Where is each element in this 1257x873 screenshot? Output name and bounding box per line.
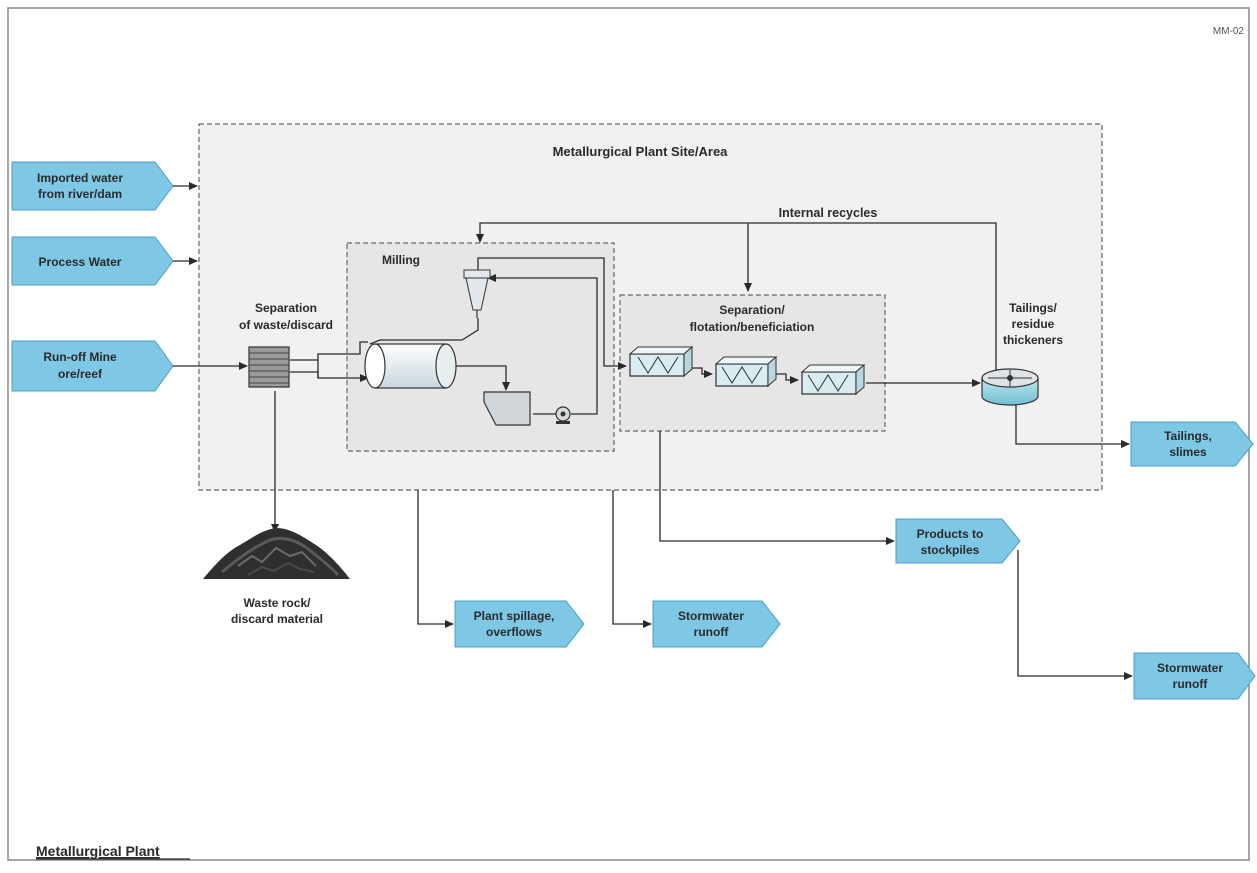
output-stormwater-runoff: Stormwater runoff <box>652 600 781 648</box>
imported-water-label-line2: from river/dam <box>38 187 122 201</box>
runoff-ore-label-line2: ore/reef <box>58 367 103 381</box>
products-label-line1: Products to <box>917 527 984 541</box>
waste-rock-label-line2: discard material <box>231 612 323 626</box>
output-tailings: Tailings, slimes <box>1130 421 1254 467</box>
waste-rock-label-line1: Waste rock/ <box>244 596 312 610</box>
plant-site-title: Metallurgical Plant Site/Area <box>553 144 729 159</box>
figure-code: MM-02 <box>1213 26 1245 37</box>
thickeners-label-line3: thickeners <box>1003 333 1063 347</box>
ball-mill-icon <box>364 343 457 389</box>
milling-title: Milling <box>382 253 420 267</box>
products-label-line2: stockpiles <box>921 543 980 557</box>
process-water-label: Process Water <box>39 255 122 269</box>
input-runoff-ore: Run-off Mine ore/reef <box>11 340 174 392</box>
tailings-label-line1: Tailings, <box>1164 429 1212 443</box>
footer-title: Metallurgical Plant <box>36 843 160 859</box>
thickeners-label-line1: Tailings/ <box>1009 301 1057 315</box>
separation-title-line2: flotation/beneficiation <box>690 320 815 334</box>
spillage-label-line2: overflows <box>486 625 542 639</box>
pump-icon <box>555 406 571 424</box>
flotation-cell-icon <box>628 345 694 378</box>
input-process-water: Process Water <box>11 236 174 286</box>
cyclone-icon <box>463 269 491 318</box>
thickener-icon <box>981 368 1039 406</box>
output-plant-spillage: Plant spillage, overflows <box>454 600 585 648</box>
waste-separation-label-line2: of waste/discard <box>239 318 333 332</box>
sump-icon <box>483 391 531 426</box>
flow-connectors <box>173 182 1133 680</box>
spillage-label-line1: Plant spillage, <box>474 609 555 623</box>
stormwater-b-label-line2: runoff <box>1173 677 1209 691</box>
waste-separation-label-line1: Separation <box>255 301 317 315</box>
flotation-cell-icon <box>800 363 866 396</box>
flotation-cell-icon <box>714 355 778 388</box>
thickeners-label-line2: residue <box>1012 317 1055 331</box>
output-products: Products to stockpiles <box>895 518 1021 564</box>
tailings-label-line2: slimes <box>1169 445 1207 459</box>
waste-rock-pile-icon <box>203 528 350 579</box>
stormwater-label-line1: Stormwater <box>678 609 744 623</box>
stormwater-b-label-line1: Stormwater <box>1157 661 1223 675</box>
internal-recycles-label: Internal recycles <box>779 206 878 220</box>
output-stormwater-runoff-stockpiles: Stormwater runoff <box>1133 652 1256 700</box>
separation-title-line1: Separation/ <box>719 303 785 317</box>
input-imported-water: Imported water from river/dam <box>11 161 174 211</box>
imported-water-label-line1: Imported water <box>37 171 123 185</box>
runoff-ore-label-line1: Run-off Mine <box>43 350 117 364</box>
stormwater-label-line2: runoff <box>694 625 730 639</box>
screen-icon <box>248 346 290 388</box>
